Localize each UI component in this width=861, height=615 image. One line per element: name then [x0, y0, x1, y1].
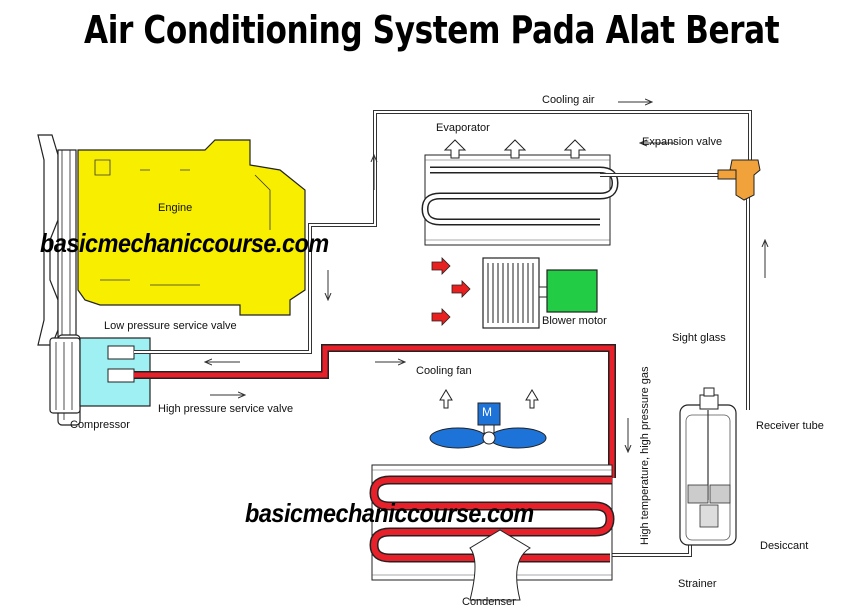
watermark: basicmechaniccourse.com — [40, 228, 329, 258]
motor-icon: M — [482, 405, 492, 419]
page-title: Air Conditioning System Pada Alat Berat — [84, 8, 780, 52]
compressor — [49, 337, 151, 414]
label-low-pressure-service-valve: Low pressure service valve — [104, 320, 237, 332]
label-cooling-air: Cooling air — [542, 94, 595, 106]
evaporator-airflow-arrows — [443, 139, 587, 159]
label-expansion-valve: Expansion valve — [642, 136, 723, 148]
label-sight-glass: Sight glass — [672, 332, 726, 344]
label-strainer: Strainer — [678, 578, 717, 590]
label-evaporator: Evaporator — [436, 122, 490, 134]
flow-arrows — [205, 102, 765, 452]
expansion-valve — [717, 159, 761, 201]
condenser — [369, 464, 615, 601]
label-cooling-fan: Cooling fan — [416, 365, 472, 377]
cooling-fan — [429, 389, 547, 449]
blower — [482, 257, 598, 329]
watermark: basicmechaniccourse.com — [245, 498, 534, 528]
evaporator — [421, 154, 740, 246]
label-receiver-tube: Receiver tube — [756, 420, 824, 432]
label-engine: Engine — [158, 202, 193, 214]
label-condenser: Condenser — [462, 596, 516, 608]
receiver-drier — [679, 387, 737, 546]
label-compressor: Compressor — [70, 419, 130, 431]
label-high-temperature-gas: High temperature, high pressure gas — [639, 366, 651, 545]
engine-detail — [94, 159, 271, 286]
label-desiccant: Desiccant — [760, 540, 809, 552]
blower-airflow-arrows — [431, 257, 471, 326]
engine-block — [77, 139, 306, 316]
label-high-pressure-service-valve: High pressure service valve — [158, 403, 294, 415]
label-blower-motor: Blower motor — [542, 315, 607, 327]
